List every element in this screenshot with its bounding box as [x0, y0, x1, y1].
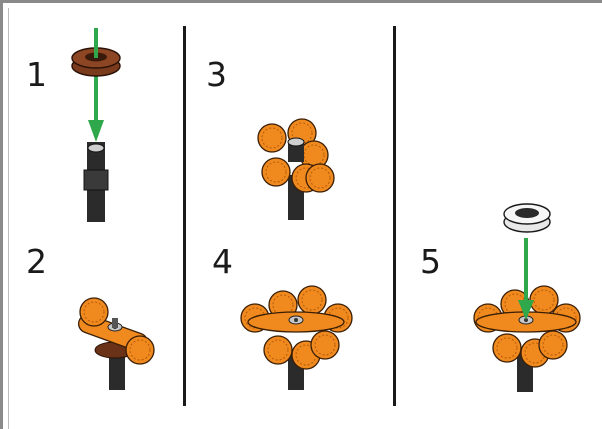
- insert-arrow-shaft: [524, 238, 528, 308]
- insert-arrow-head: [88, 120, 104, 142]
- step-3-illustration: [258, 119, 334, 220]
- axle-top: [88, 144, 104, 152]
- step-1-illustration: [72, 28, 120, 222]
- step-2-illustration: [76, 298, 154, 390]
- step-5-illustration: [474, 204, 580, 392]
- step-4-illustration: [241, 286, 352, 390]
- axle-stop: [84, 170, 108, 190]
